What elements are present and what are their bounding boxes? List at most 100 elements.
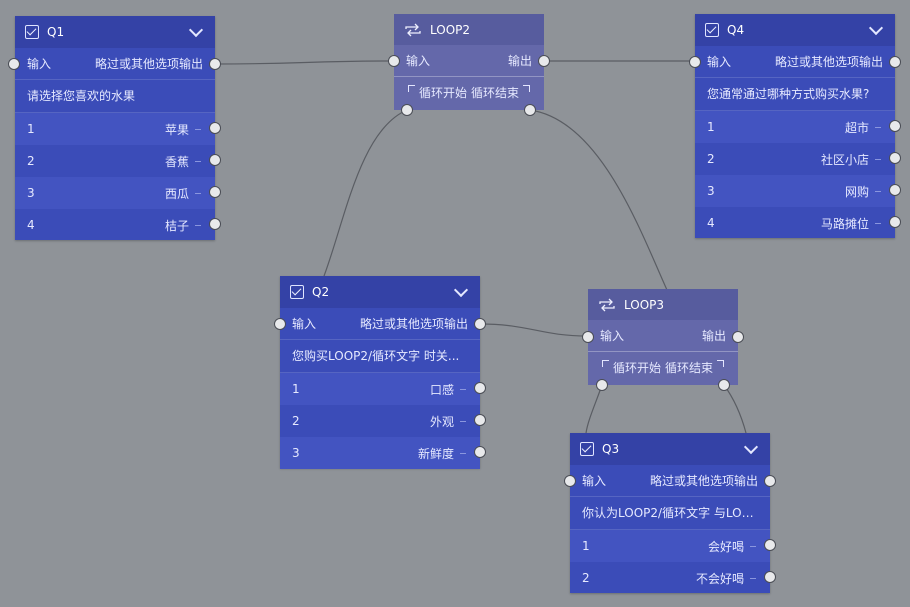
q3-option-1-port[interactable] — [764, 539, 776, 551]
q2-option-1-port[interactable] — [474, 382, 486, 394]
node-title: Q2 — [312, 285, 330, 299]
option-number: 3 — [27, 186, 35, 200]
question-text: 你认为LOOP2/循环文字 与LOO... — [570, 496, 770, 530]
bracket-right — [523, 85, 530, 92]
q4-skip-output-port[interactable] — [889, 56, 901, 68]
option-row: 1 苹果 — [15, 113, 215, 145]
connector-dash — [875, 158, 881, 160]
loop2-input-port[interactable] — [388, 55, 400, 67]
q4-option-2-port[interactable] — [889, 152, 901, 164]
node-header[interactable]: Q2 — [280, 276, 480, 308]
loop2-loop-end-port[interactable] — [524, 104, 536, 116]
q4-option-1-port[interactable] — [889, 120, 901, 132]
loop2-loop-start-port[interactable] — [401, 104, 413, 116]
node-header[interactable]: LOOP3 — [588, 289, 738, 320]
input-label: 输入 — [27, 57, 52, 71]
loop3-output-port[interactable] — [732, 331, 744, 343]
loop-node-loop3[interactable]: LOOP3 输入 输出 循环开始 循环结束 — [588, 289, 738, 385]
q1-option-2-port[interactable] — [209, 154, 221, 166]
chevron-down-icon[interactable] — [188, 22, 204, 38]
loop3-loop-end-port[interactable] — [718, 379, 730, 391]
input-label: 输入 — [600, 329, 625, 343]
io-row: 输入 输出 — [588, 320, 738, 352]
option-label: 桔子 — [164, 218, 189, 233]
q2-input-port[interactable] — [274, 318, 286, 330]
wire-q1-to-loop2 — [214, 60, 395, 65]
connector-dash — [750, 577, 756, 579]
loop2-output-port[interactable] — [538, 55, 550, 67]
bracket-right — [717, 360, 724, 367]
q2-skip-output-port[interactable] — [474, 318, 486, 330]
option-number: 1 — [582, 539, 590, 553]
checkbox-icon[interactable] — [580, 442, 594, 456]
chevron-down-icon[interactable] — [743, 439, 759, 455]
option-row: 1 口感 — [280, 373, 480, 405]
q1-option-1-port[interactable] — [209, 122, 221, 134]
skip-output-label: 略过或其他选项输出 — [359, 317, 468, 331]
q4-input-port[interactable] — [689, 56, 701, 68]
option-label: 社区小店 — [820, 152, 869, 167]
node-title: Q3 — [602, 442, 620, 456]
q1-skip-output-port[interactable] — [209, 58, 221, 70]
io-row: 输入 略过或其他选项输出 — [280, 308, 480, 339]
loop-arrows-icon — [405, 23, 421, 36]
checkbox-icon[interactable] — [705, 23, 719, 37]
option-label: 苹果 — [164, 122, 189, 137]
q4-option-4-port[interactable] — [889, 216, 901, 228]
node-header[interactable]: Q4 — [695, 14, 895, 46]
option-number: 1 — [27, 122, 35, 136]
connector-dash — [750, 545, 756, 547]
node-title: Q1 — [47, 25, 65, 39]
q1-option-3-port[interactable] — [209, 186, 221, 198]
option-number: 2 — [292, 414, 300, 428]
connector-dash — [195, 192, 201, 194]
q4-option-3-port[interactable] — [889, 184, 901, 196]
option-number: 1 — [292, 382, 300, 396]
loop-bar: 循环开始 循环结束 — [394, 77, 544, 107]
q1-option-4-port[interactable] — [209, 218, 221, 230]
q3-skip-output-port[interactable] — [764, 475, 776, 487]
question-text: 请选择您喜欢的水果 — [15, 79, 215, 113]
option-number: 3 — [707, 184, 715, 198]
node-title: Q4 — [727, 23, 745, 37]
q1-input-port[interactable] — [8, 58, 20, 70]
q2-option-2-port[interactable] — [474, 414, 486, 426]
loop-bar: 循环开始 循环结束 — [588, 352, 738, 382]
q3-option-2-port[interactable] — [764, 571, 776, 583]
q2-option-3-port[interactable] — [474, 446, 486, 458]
option-label: 外观 — [429, 414, 454, 429]
option-label: 西瓜 — [164, 186, 189, 201]
node-title: LOOP3 — [624, 297, 665, 312]
q3-input-port[interactable] — [564, 475, 576, 487]
connector-dash — [875, 222, 881, 224]
loop3-loop-start-port[interactable] — [596, 379, 608, 391]
option-number: 2 — [582, 571, 590, 585]
connector-dash — [195, 160, 201, 162]
loop3-input-port[interactable] — [582, 331, 594, 343]
node-header[interactable]: Q1 — [15, 16, 215, 48]
chevron-down-icon[interactable] — [868, 20, 884, 36]
loop-end-label: 循环结束 — [471, 85, 520, 100]
checkbox-icon[interactable] — [25, 25, 39, 39]
checkbox-icon[interactable] — [290, 285, 304, 299]
chevron-down-icon[interactable] — [453, 282, 469, 298]
option-label: 超市 — [844, 120, 869, 135]
node-header[interactable]: LOOP2 — [394, 14, 544, 45]
option-row: 2 外观 — [280, 405, 480, 437]
input-label: 输入 — [292, 317, 317, 331]
loop-node-loop2[interactable]: LOOP2 输入 输出 循环开始 循环结束 — [394, 14, 544, 110]
node-header[interactable]: Q3 — [570, 433, 770, 465]
option-label: 香蕉 — [164, 154, 189, 169]
option-label: 口感 — [429, 382, 454, 397]
loop-end-label: 循环结束 — [665, 360, 714, 375]
io-row: 输入 略过或其他选项输出 — [15, 48, 215, 79]
connector-dash — [875, 190, 881, 192]
